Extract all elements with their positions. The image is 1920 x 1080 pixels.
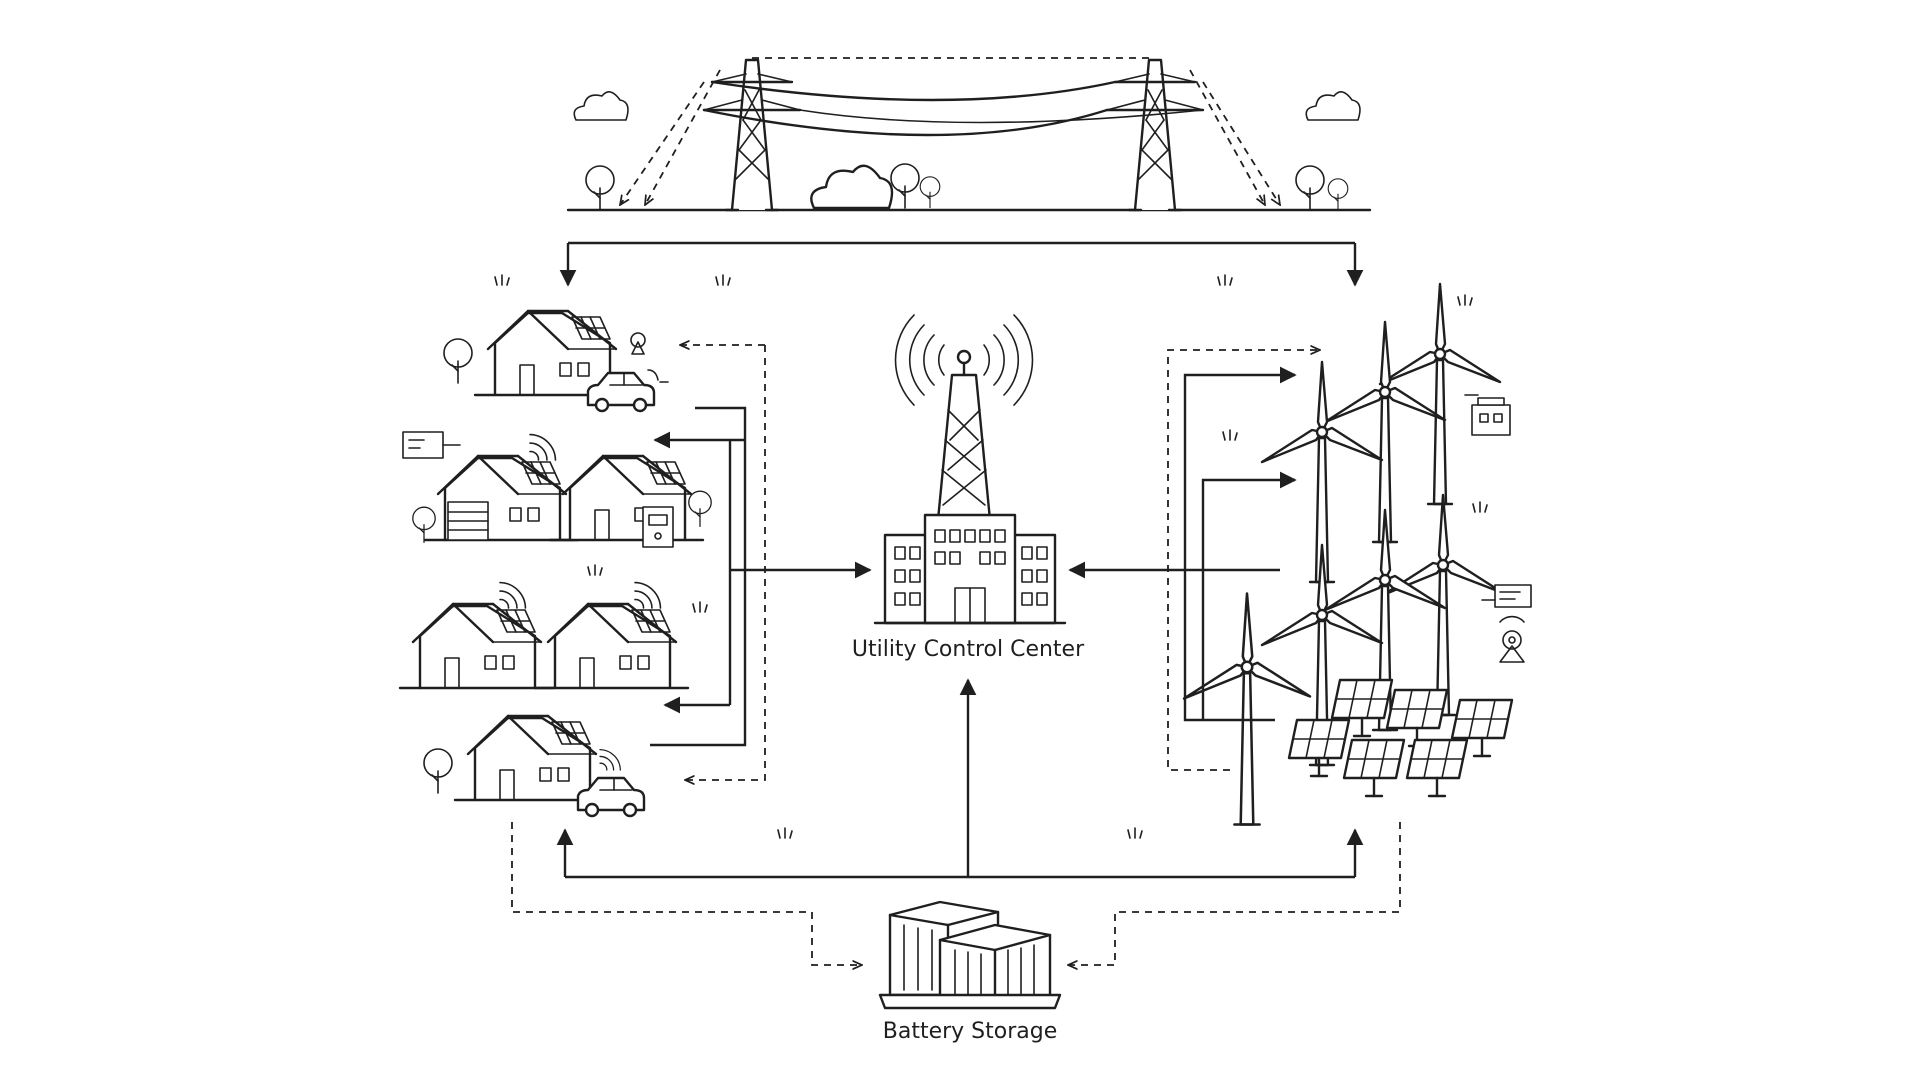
transmission-tower-icon (1105, 58, 1205, 212)
solar-panel-icon (1385, 688, 1449, 748)
tree-icon (585, 165, 615, 211)
solar-panel-icon (1342, 738, 1406, 798)
house-icon (548, 454, 705, 542)
home-to-control-connectors (650, 345, 872, 780)
signal-waves-icon (894, 314, 1034, 406)
cloud-icon (1305, 91, 1361, 121)
battery-storage-label: Battery Storage (883, 1019, 1058, 1044)
sensor-icon (1499, 615, 1525, 663)
tree-icon (423, 748, 453, 794)
garage-door-icon (447, 501, 489, 541)
tree-icon (890, 163, 920, 209)
renewable-generation-section (1182, 282, 1532, 826)
house-icon (533, 602, 690, 690)
wind-turbine-icon (1381, 493, 1505, 717)
generation-to-control-connectors (1068, 350, 1320, 771)
solar-panel-icon (1287, 718, 1351, 778)
grid-feed-arrows (559, 241, 1364, 287)
tree-icon (919, 176, 941, 209)
tree-icon (1295, 165, 1325, 211)
cloud-icon (573, 91, 629, 121)
office-building-icon (873, 513, 1067, 625)
residential-homes-section (398, 309, 712, 818)
tree-icon (412, 506, 436, 544)
tree-icon (1327, 178, 1349, 211)
power-cables (620, 57, 1280, 205)
battery-container-icon (878, 900, 1062, 1010)
cloud-icon (810, 164, 894, 210)
house-icon (398, 602, 555, 690)
transmission-line-section (566, 57, 1372, 212)
wifi-signal-icon (592, 744, 626, 778)
display-panel-icon (1481, 584, 1532, 608)
battery-storage-section: Battery Storage (511, 678, 1401, 1044)
smart-meter-icon (642, 506, 674, 548)
substation-icon (1464, 394, 1511, 436)
control-center-label: Utility Control Center (852, 637, 1085, 662)
ev-charger-icon (630, 332, 669, 383)
tree-icon (688, 490, 712, 528)
display-panel-icon (402, 431, 461, 459)
radio-tower-icon (936, 349, 992, 522)
house-icon (453, 714, 610, 802)
utility-control-center: Utility Control Center (852, 314, 1085, 662)
solar-panel-icon (1405, 738, 1469, 798)
tree-icon (443, 338, 473, 384)
